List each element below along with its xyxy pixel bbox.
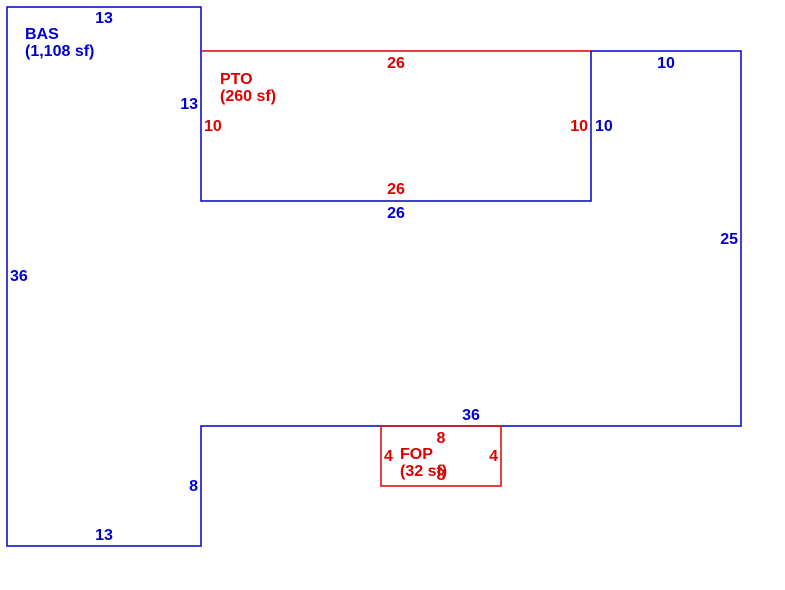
pto-area-label: (260 sf): [220, 88, 276, 105]
dim-pto-bottom: 26: [387, 181, 405, 198]
dim-bas-right: 25: [720, 231, 738, 248]
fop-outline: [380, 425, 502, 487]
bas-area-label: (1,108 sf): [25, 43, 94, 60]
dim-bas-right-top: 10: [657, 55, 675, 72]
bas-code-label: BAS: [25, 26, 59, 43]
dim-bas-inner-left-upper: 13: [180, 96, 198, 113]
fop-area-label: (32 sf): [400, 463, 447, 480]
dim-bas-left: 36: [10, 268, 28, 285]
dim-fop-right: 4: [489, 448, 498, 465]
dim-pto-right: 10: [570, 118, 588, 135]
dim-pto-left: 10: [204, 118, 222, 135]
fop-code-label: FOP: [400, 446, 433, 463]
dim-bas-bottom: 13: [95, 527, 113, 544]
dim-bas-pto-bottom: 26: [387, 205, 405, 222]
bas-outline: [6, 6, 742, 547]
dim-pto-top: 26: [387, 55, 405, 72]
dim-fop-bottom: 8: [437, 467, 446, 484]
dim-bas-top: 13: [95, 10, 113, 27]
dim-fop-left: 4: [384, 448, 393, 465]
dim-fop-top: 8: [437, 430, 446, 447]
dim-bas-inner-right: 10: [595, 118, 613, 135]
pto-code-label: PTO: [220, 71, 253, 88]
dim-bas-inner-left-lower: 8: [189, 478, 198, 495]
dim-bas-lower-top: 36: [462, 407, 480, 424]
